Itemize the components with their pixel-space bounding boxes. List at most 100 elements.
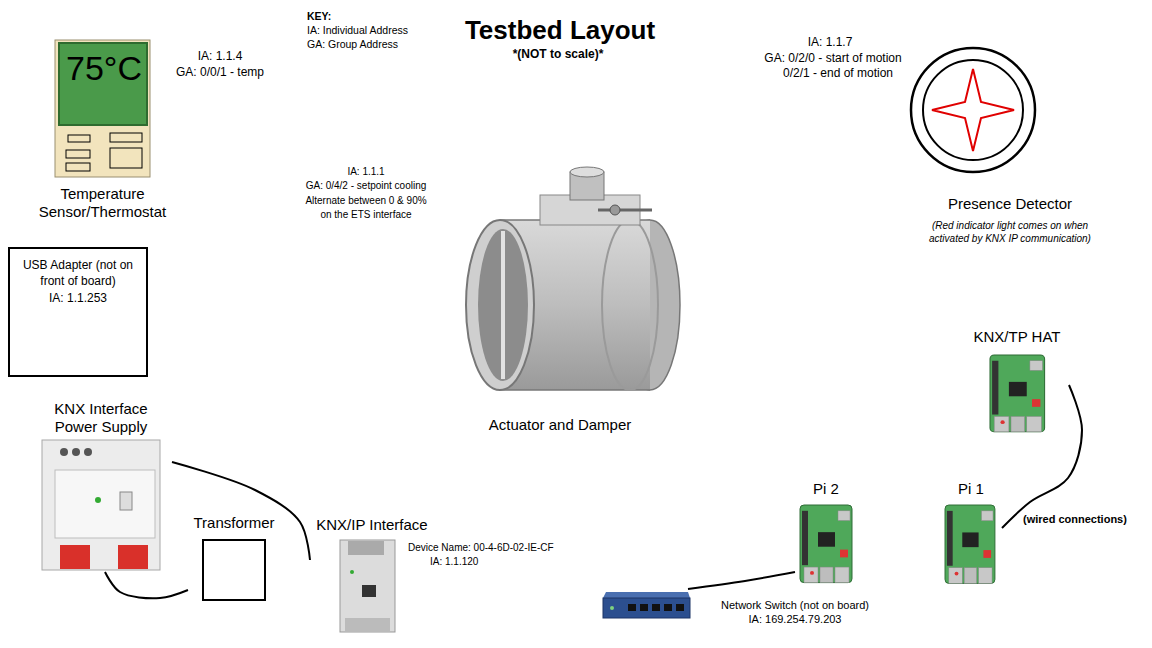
knx-ip-interface-illustration	[340, 540, 395, 632]
power-supply-illustration-part	[72, 448, 80, 456]
knx-ip-interface-illustration-part	[345, 618, 390, 631]
pi1-board: Pi 1	[941, 478, 1002, 586]
group-address: GA: 0/4/2 - setpoint cooling	[306, 180, 427, 192]
knx-ip-interface-illustration-part	[340, 540, 395, 632]
presence-detector-illustration-part	[932, 69, 1014, 151]
key-entry: GA: Group Address	[307, 38, 398, 51]
damper-illustration-part	[501, 231, 505, 379]
pi2-board: Pi 2	[795, 478, 858, 586]
power-supply-device: KNX Interface Power Supply	[30, 398, 172, 572]
device-name: Network Switch (not on board)	[707, 599, 883, 612]
key-entry: IA: Individual Address	[307, 24, 408, 37]
power-supply-illustration-part	[60, 448, 68, 456]
device-name: KNX/TP HAT	[966, 328, 1068, 346]
network-switch-illustration-part	[603, 598, 690, 618]
device-name: Transformer	[188, 514, 280, 532]
device-name: Actuator and Damper	[440, 416, 680, 434]
presence-detector-illustration	[911, 48, 1035, 172]
device-name: KNX/IP Interface	[310, 516, 434, 534]
device-note: (Red indicator light comes on when activ…	[915, 219, 1105, 245]
network-switch-illustration-part	[610, 606, 614, 610]
damper-illustration-part	[610, 205, 620, 215]
damper-illustration-part	[570, 167, 604, 177]
edge-label: (wired connections)	[1022, 513, 1128, 526]
individual-address: IA: 1.1.4	[198, 49, 243, 63]
presence-detector-illustration-part	[923, 60, 1023, 160]
power-supply-illustration-part	[42, 440, 160, 570]
power-supply-illustration-part	[95, 497, 101, 503]
diagram-title: Testbed Layout	[465, 15, 655, 46]
device-name: Temperature Sensor/Thermostat	[30, 185, 175, 221]
individual-address: IA: 1.1.7	[808, 35, 853, 49]
presence-detector-device: Presence Detector (Red indicator light co…	[905, 44, 1116, 248]
pi2-illustration	[800, 505, 852, 583]
network-switch-illustration-part	[628, 604, 636, 611]
group-address: 0/2/1 - end of motion	[783, 66, 893, 80]
individual-address: IA: 1.1.120	[430, 556, 478, 568]
network-switch-device: Network Switch (not on board)IA: 169.254…	[600, 589, 885, 633]
presence-detector-illustration-part	[911, 48, 1035, 172]
power-wire	[105, 572, 188, 598]
network-switch-illustration-part	[652, 604, 660, 611]
pi2-illustration-part	[800, 505, 852, 583]
knx-ip-interface-illustration-part	[362, 585, 376, 597]
knx-ip-interface-illustration-part	[350, 570, 354, 574]
network-cable	[688, 572, 795, 589]
thermostat-illustration-part	[66, 150, 90, 158]
damper-illustration-part	[602, 220, 658, 390]
hat-wire	[1002, 385, 1082, 528]
knx-ip-interface-illustration-part	[348, 541, 384, 555]
pi1-illustration	[945, 505, 995, 583]
damper-illustration-part	[598, 209, 652, 212]
transformer-illustration-part	[203, 540, 265, 600]
damper-illustration	[466, 167, 680, 390]
knx-ip-interface-device: KNX/IP Interface	[310, 514, 435, 636]
bus-wire	[172, 462, 310, 560]
knx-tp-hat-board: KNX/TP HAT	[966, 326, 1069, 434]
power-supply-illustration	[42, 440, 160, 570]
pi1-illustration-part	[945, 505, 995, 583]
transformer-device: Transformer	[188, 513, 281, 602]
display-reading: 75°C	[66, 48, 174, 89]
device-name: Pi 2	[795, 480, 857, 498]
device-name: KNX Interface Power Supply	[46, 400, 156, 436]
network-switch-illustration	[603, 592, 690, 618]
device-name: Pi 1	[941, 480, 1001, 498]
thermostat-illustration-part	[110, 148, 142, 168]
power-supply-illustration-part	[55, 470, 155, 538]
knx-tp-hat-illustration-part	[990, 355, 1045, 432]
transformer-illustration	[203, 540, 265, 600]
individual-address: IA: 1.1.1	[347, 166, 384, 178]
knx-tp-hat-illustration	[990, 355, 1045, 432]
power-supply-illustration-part	[60, 545, 90, 569]
individual-address: IA: 169.254.79.203	[707, 613, 883, 626]
key-heading: KEY:	[307, 10, 331, 23]
usb-adapter-box: USB Adapter (not on front of board) IA: 1…	[8, 247, 148, 377]
diagram-caption: *(NOT to scale)*	[513, 47, 604, 61]
setpoint-note: Alternate between 0 & 90% on the ETS int…	[302, 194, 430, 222]
network-switch-illustration-part	[664, 604, 672, 611]
device-name: USB Adapter (not on front of board)	[12, 257, 144, 289]
power-supply-illustration-part	[120, 492, 132, 510]
network-switch-illustration-part	[603, 592, 690, 598]
individual-address: IA: 1.1.253	[12, 291, 144, 305]
group-address: GA: 0/2/0 - start of motion	[764, 51, 901, 65]
device-name: Presence Detector	[905, 195, 1115, 213]
network-switch-illustration-part	[676, 604, 684, 611]
actuator-damper-device: Actuator and Damper	[440, 160, 681, 438]
network-switch-illustration-part	[640, 604, 648, 611]
thermostat-illustration-part	[66, 163, 90, 171]
thermostat-illustration-part	[68, 135, 90, 142]
damper-illustration-part	[478, 229, 528, 381]
group-address: GA: 0/0/1 - temp	[176, 65, 264, 79]
device-name: Device Name: 00-4-6D-02-IE-CF	[408, 542, 554, 554]
power-supply-illustration-part	[118, 545, 148, 569]
thermostat-illustration-part	[110, 133, 142, 142]
thermostat-device: 75°C Temperature Sensor/Thermostat	[30, 38, 176, 223]
damper-illustration-part	[466, 220, 534, 390]
power-supply-illustration-part	[84, 448, 92, 456]
